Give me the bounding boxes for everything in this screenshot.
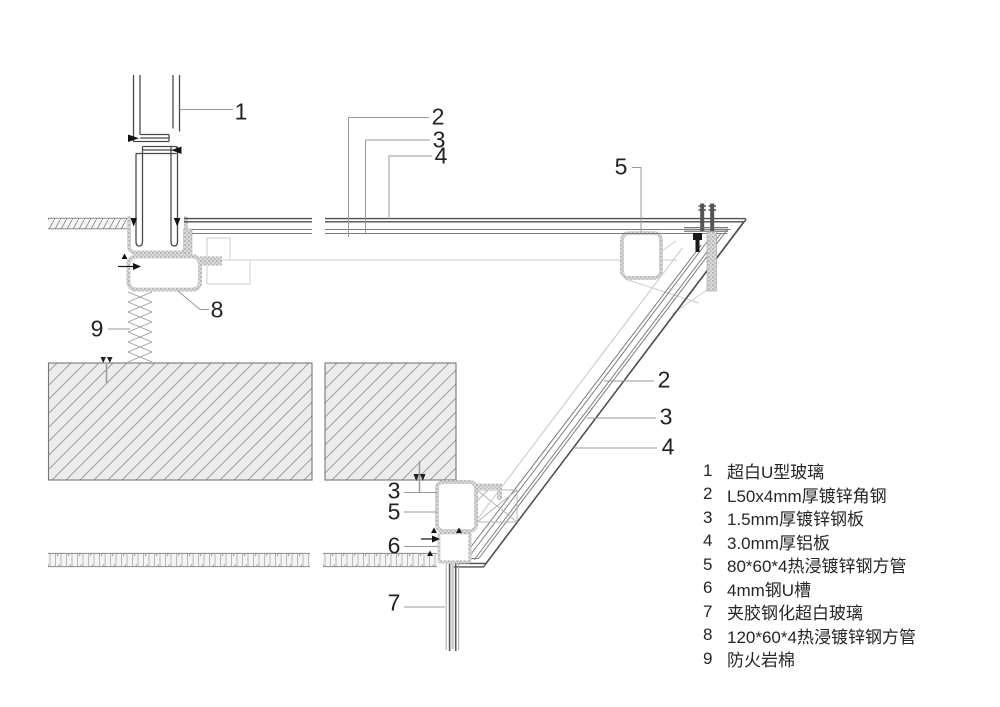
legend-item-number: 6 xyxy=(703,578,713,598)
legend-item-number: 4 xyxy=(703,531,713,551)
legend-item: 6 4mm钢U槽 xyxy=(703,577,916,601)
legend-item-number: 7 xyxy=(703,601,713,621)
legend-item: 3 1.5mm厚镀锌钢板 xyxy=(703,506,916,530)
eave-diagonal-assembly xyxy=(446,218,747,568)
callout-4-diagonal: 4 xyxy=(661,433,675,460)
steel-u-channel xyxy=(437,531,472,564)
legend-item-number: 1 xyxy=(703,460,713,480)
leader-lines xyxy=(108,109,657,608)
steel-tube-120x60 xyxy=(126,254,222,292)
callout-2-diagonal: 2 xyxy=(657,366,671,393)
u-glass-section xyxy=(132,75,181,247)
legend-item-text: L50x4mm厚镀锌角钢 xyxy=(727,486,887,506)
legend-item: 9 防火岩棉 xyxy=(703,647,916,671)
steel-tube-80x60-bottom xyxy=(435,480,502,533)
callout-8-tube: 8 xyxy=(210,296,224,323)
callout-3-lower: 3 xyxy=(387,477,401,504)
steel-tube-80x60-top xyxy=(620,231,663,280)
legend-item: 8 120*60*4热浸镀锌钢方管 xyxy=(703,624,916,648)
legend-item: 2 L50x4mm厚镀锌角钢 xyxy=(703,483,916,507)
callout-5-roof: 5 xyxy=(614,153,628,180)
legend-item: 1 超白U型玻璃 xyxy=(703,459,916,483)
rock-wool xyxy=(127,291,153,363)
callout-3-roof: 3 xyxy=(432,126,446,153)
callout-7-glass: 7 xyxy=(387,589,401,616)
ceiling-strip-right xyxy=(323,552,437,568)
concrete-slab-right xyxy=(324,362,457,481)
fastener-marks xyxy=(118,253,462,556)
legend-item-number: 3 xyxy=(703,507,713,527)
concrete-slab-left xyxy=(47,362,313,481)
legend-item: 5 80*60*4热浸镀锌钢方管 xyxy=(703,553,916,577)
legend-item-number: 2 xyxy=(703,484,713,504)
legend-item-text: 3.0mm厚铝板 xyxy=(727,533,830,553)
legend-item-number: 5 xyxy=(703,554,713,574)
callout-5-lower: 5 xyxy=(387,498,401,525)
legend-item-text: 1.5mm厚镀锌钢板 xyxy=(727,510,864,530)
legend-item-text: 80*60*4热浸镀锌钢方管 xyxy=(727,557,907,577)
board-strip-top xyxy=(48,217,129,230)
callout-1-uglass: 1 xyxy=(234,98,248,125)
legend-item: 4 3.0mm厚铝板 xyxy=(703,530,916,554)
corner-bolt-bracket xyxy=(684,203,728,292)
ceiling-strip-left xyxy=(48,552,310,568)
glass-joint-sealant xyxy=(128,134,182,227)
legend: 1 超白U型玻璃 2 L50x4mm厚镀锌角钢 3 1.5mm厚镀锌钢板 4 3… xyxy=(703,459,916,671)
callout-3-diagonal: 3 xyxy=(659,403,673,430)
anchor-bolts xyxy=(100,357,426,492)
legend-item-number: 8 xyxy=(703,625,713,645)
callout-2-roof: 2 xyxy=(431,103,445,130)
legend-item-text: 防火岩棉 xyxy=(727,651,795,671)
callout-9-rockwool: 9 xyxy=(90,315,104,342)
legend-item-text: 120*60*4热浸镀锌钢方管 xyxy=(727,627,916,647)
callout-6-lower: 6 xyxy=(387,532,401,559)
legend-item-text: 超白U型玻璃 xyxy=(727,463,825,483)
callout-4-roof: 4 xyxy=(434,142,448,169)
legend-item-text: 夹胶钢化超白玻璃 xyxy=(727,604,863,624)
roof-layer-lines xyxy=(184,217,746,234)
legend-item: 7 夹胶钢化超白玻璃 xyxy=(703,600,916,624)
legend-item-text: 4mm钢U槽 xyxy=(727,580,812,600)
legend-item-number: 9 xyxy=(703,648,713,668)
